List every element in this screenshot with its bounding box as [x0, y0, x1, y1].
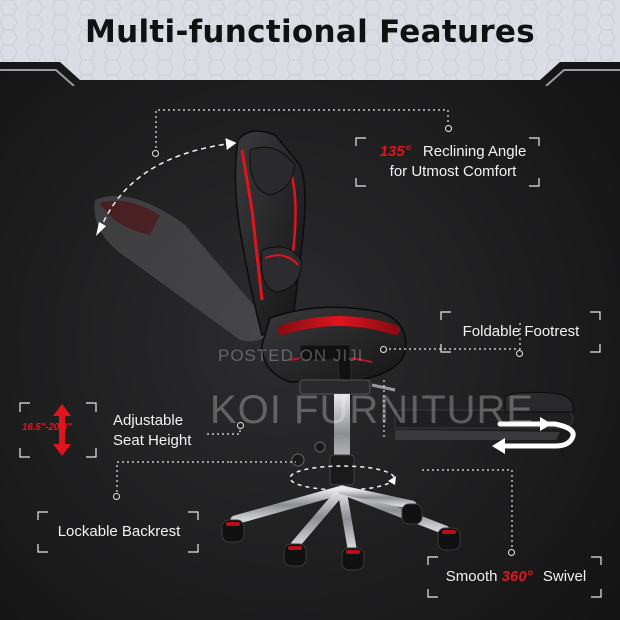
reclining-angle-label: 135° Reclining Angle for Utmost Comfort [368, 142, 538, 182]
height-arrow-icon [53, 404, 71, 456]
recline-line1: Reclining Angle [422, 143, 527, 160]
seat-height-line1: Adjustable [113, 412, 184, 429]
title-banner [0, 0, 620, 86]
smooth-swivel-label: Smooth 360° Swivel [445, 568, 587, 585]
callout-dot-recline-origin [152, 150, 159, 157]
foldable-footrest-label: Foldable Footrest [462, 323, 580, 340]
seat-height-line2: Seat Height [113, 432, 192, 449]
tilt-arrow-icon [96, 138, 237, 236]
recline-angle-value: 135° [379, 143, 411, 160]
recline-line2: for Utmost Comfort [389, 163, 517, 180]
callout-dot-recline [445, 125, 452, 132]
seat-height-range: 16.5"-20.3" [22, 422, 72, 433]
fold-arrow-icon [492, 417, 576, 454]
adjustable-seat-height-label: Adjustable Seat Height [113, 411, 213, 451]
callout-dot-backrest [113, 493, 120, 500]
callout-dot-height [237, 422, 244, 429]
watermark-posted: POSTED ON JIJI [218, 346, 364, 365]
swivel-ring-icon [289, 465, 396, 491]
callout-dot-footrest [516, 350, 523, 357]
watermark-brand: KOI FURNITURE [210, 388, 535, 432]
callout-dot-swivel [508, 549, 515, 556]
reclined-backrest-ghost [94, 195, 275, 342]
page-title: Multi-functional Features [84, 14, 536, 50]
lockable-backrest-label: Lockable Backrest [57, 523, 181, 540]
callout-dot-footrest-origin [380, 346, 387, 353]
